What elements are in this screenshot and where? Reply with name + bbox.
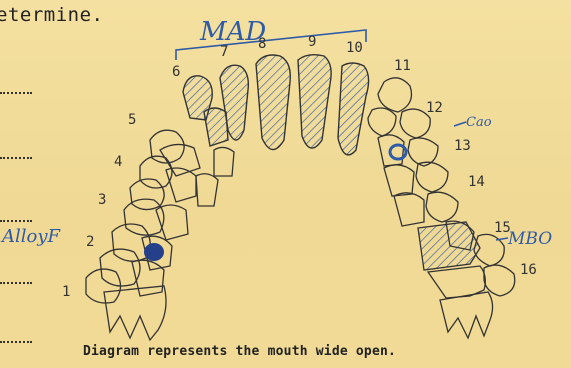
tooth-outline [166,168,196,202]
annotation-mad: MAD [199,17,266,47]
tooth-outline [112,224,150,261]
filling-mark [144,243,164,261]
annotation-cao: Cao [466,115,492,130]
tooth-number: 2 [86,234,94,250]
tooth-outline [394,193,424,226]
tooth-outline [416,162,448,192]
tooth-number: 11 [394,58,411,74]
tooth-number: 3 [98,192,106,208]
tooth-outline [426,192,458,222]
annotation-alloy: AlloyF [0,226,62,247]
annotation-mbo: MBO [507,229,552,249]
tooth-group-front [183,55,369,155]
tooth-outline [86,269,121,303]
tooth-number: 4 [114,154,122,170]
tooth-outline [298,55,331,148]
tooth-outline [338,63,369,155]
tooth-outline [378,78,412,112]
tooth-outline [104,286,166,340]
tooth-outline [132,260,164,296]
tooth-number: 1 [62,284,70,300]
tooth-number: 5 [128,112,136,128]
tooth-outline [440,292,493,338]
tooth-outline [214,147,234,176]
tooth-number: 16 [520,262,537,278]
tooth-outline [428,266,485,298]
tooth-outline [484,265,515,296]
tooth-outline [256,55,290,150]
tooth-outline [204,108,228,146]
tooth-number: 6 [172,64,180,80]
tooth-number: 10 [346,40,363,56]
tooth-outline [196,174,218,206]
tooth-number: 9 [308,34,316,50]
tooth-number: 13 [454,138,471,154]
tooth-outline [384,165,414,196]
tooth-outline [408,138,438,166]
tooth-outline [368,108,396,136]
tooth-number: 14 [468,174,485,190]
diagram-caption: Diagram represents the mouth wide open. [83,344,396,359]
tooth-outline [156,205,188,240]
tooth-group-right [368,78,515,338]
annotation-pointer [454,122,466,126]
tooth-group-left [86,130,234,340]
tooth-number: 12 [426,100,443,116]
